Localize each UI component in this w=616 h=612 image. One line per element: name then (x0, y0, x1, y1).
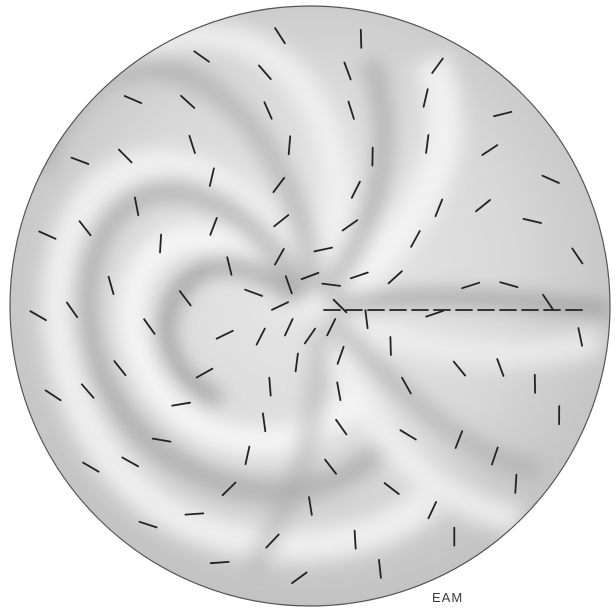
director-tick (185, 513, 203, 514)
director-tick (355, 531, 356, 549)
director-tick (515, 475, 516, 493)
artist-signature: EAM (432, 590, 463, 605)
director-tick (361, 30, 362, 48)
director-tick (390, 337, 391, 355)
director-tick (160, 235, 161, 253)
